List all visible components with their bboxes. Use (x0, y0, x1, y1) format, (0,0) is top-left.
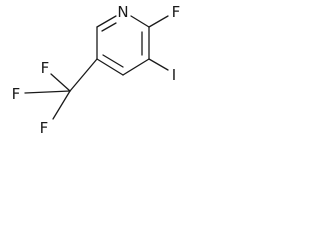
bond-n1-c2 (130, 15, 150, 28)
atom-cf3-fluorine-left: F (12, 85, 21, 103)
pyridine-ring (96, 15, 150, 76)
bond-c6-n1 (96, 15, 117, 28)
atom-iodine: I (172, 66, 176, 84)
bond-cf3-f-top (50, 73, 71, 92)
bond-cf3-f-left (24, 90, 71, 94)
bond-c5-cf3 (69, 58, 98, 92)
atom-labels: N F I F F F (12, 3, 181, 137)
atom-cf3-fluorine-top: F (41, 59, 50, 77)
bond-c2-f (148, 15, 169, 28)
bond-c3-i (148, 58, 169, 71)
chemical-structure-diagram: N F I F F F (12, 3, 181, 137)
bond-cf3-f-bottom (52, 90, 71, 120)
atom-cf3-fluorine-bottom: F (40, 119, 49, 137)
bond-c4-c5-double (102, 54, 124, 68)
atom-fluorine-ring: F (172, 3, 181, 21)
bond-c3-c4 (122, 58, 150, 76)
substituent-bonds (24, 15, 169, 120)
atom-nitrogen: N (117, 3, 128, 21)
bond-c4-c5 (96, 58, 124, 76)
bond-c6-n1-double (101, 22, 117, 32)
